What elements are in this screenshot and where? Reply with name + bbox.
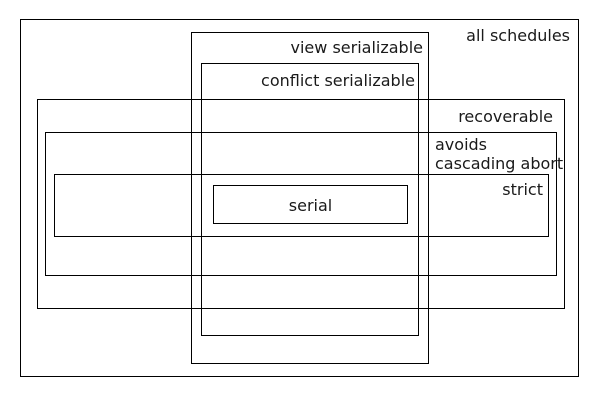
region-box-all-schedules xyxy=(20,19,579,377)
region-label-avoids-cascading-abort: avoids cascading abort xyxy=(435,135,564,173)
region-box-strict xyxy=(54,174,549,237)
region-box-view-serializable xyxy=(191,32,429,364)
region-box-serial xyxy=(213,185,408,224)
region-box-recoverable xyxy=(37,99,565,309)
region-box-avoids-cascading-abort xyxy=(45,132,557,276)
region-label-recoverable: recoverable xyxy=(458,107,553,126)
region-box-conflict-serializable xyxy=(201,63,419,336)
region-label-all-schedules: all schedules xyxy=(466,26,570,45)
region-label-serial: serial xyxy=(288,196,333,215)
region-label-view-serializable: view serializable xyxy=(290,38,423,57)
region-label-strict: strict xyxy=(502,180,543,199)
region-label-conflict-serializable: conflict serializable xyxy=(261,71,415,90)
